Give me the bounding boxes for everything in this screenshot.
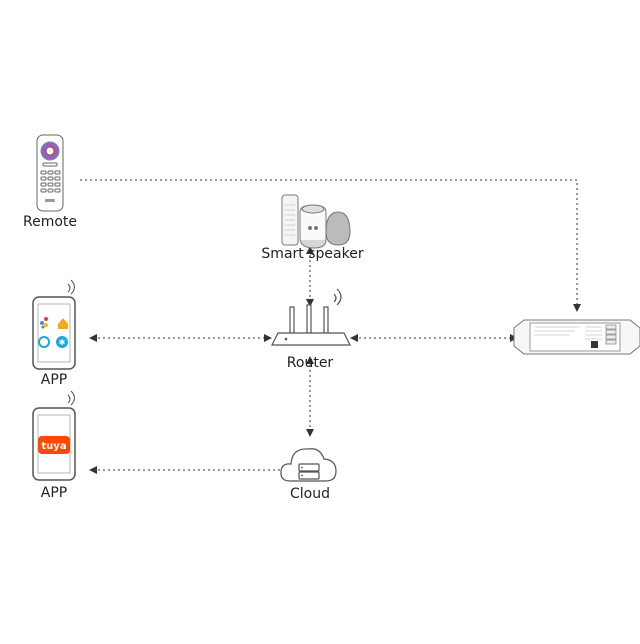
app-label-bottom: APP (40, 485, 68, 501)
app-label-top: APP (40, 372, 68, 388)
connection-lines (80, 179, 581, 474)
cloud-server-icon (280, 448, 337, 482)
cloud-label: Cloud (290, 486, 330, 502)
remote-control-icon (36, 134, 64, 212)
remote-to-controller-link (80, 179, 581, 312)
router-label: Router (286, 355, 334, 371)
wifi-router-icon (271, 288, 351, 346)
smartphone-tuya-icon: tuya (32, 390, 76, 481)
tuya-logo-text: tuya (41, 441, 66, 452)
smartphone-voice-assistants-icon: ✱ (32, 279, 76, 370)
smart-speaker-icon (281, 194, 351, 249)
smart-speaker-label: Smart speaker (261, 246, 364, 262)
svg-text:✱: ✱ (59, 338, 66, 347)
led-controller-icon (513, 319, 640, 355)
remote-label: Remote (22, 214, 78, 230)
